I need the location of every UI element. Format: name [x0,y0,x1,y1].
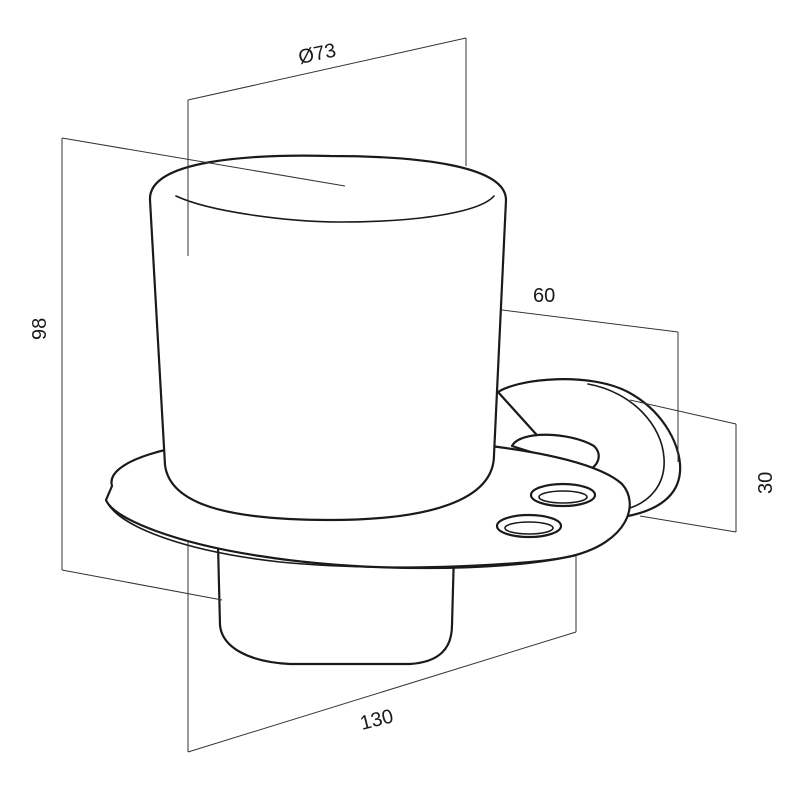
diameter-label: Ø73 [296,40,338,69]
toothbrush-hole-1-inner [538,490,588,504]
wall-plate-rim [587,383,665,509]
toothbrush-hole-2-inner [504,521,554,535]
width-label: 130 [358,705,396,734]
glass-bottom-body [216,543,456,666]
depth-dim-line [501,309,679,333]
base-height-ext-top [629,399,737,425]
height-ext-top [61,137,346,187]
height-label: 98 [29,318,51,340]
glass-rim-inner [175,195,495,223]
dimension-depth [501,309,679,462]
depth-label: 60 [533,285,555,307]
dimension-diameter [187,37,467,256]
base-height-label: 30 [755,472,777,494]
dimension-width [187,540,577,753]
diameter-dim-line [187,37,467,101]
wall-plate [496,378,682,518]
glass-bottom [216,543,456,666]
dimension-height [61,137,346,601]
width-dim-line [187,631,577,753]
tray-edge [105,499,575,568]
glass-body [148,154,508,522]
toothbrush-hole-1 [529,482,597,508]
base-height-ext-bottom [639,515,737,533]
toothbrush-hole-2 [495,513,563,539]
height-ext-bottom [61,569,223,601]
glass [148,154,508,522]
dimension-base-height [629,399,737,533]
